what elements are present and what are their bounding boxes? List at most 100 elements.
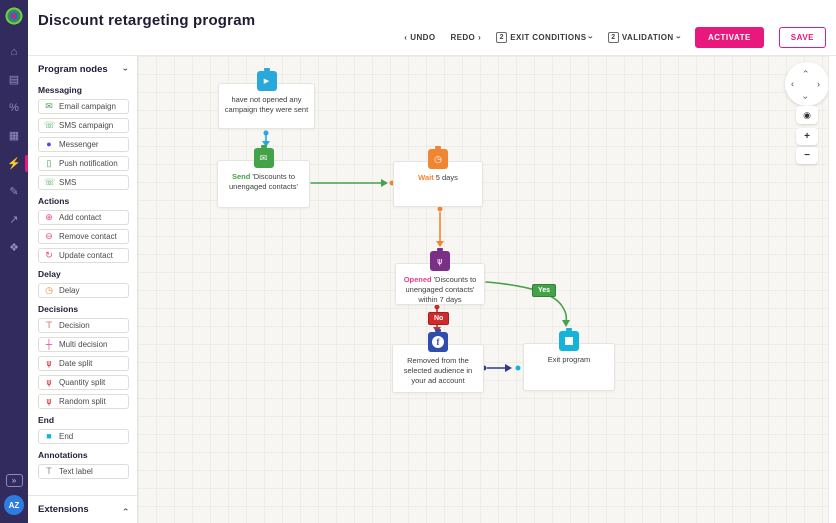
- campaigns-icon[interactable]: ▦: [8, 130, 20, 142]
- zoom-in-button[interactable]: +: [796, 128, 818, 145]
- palette-item-label: Decision: [59, 321, 90, 330]
- automation-icon[interactable]: ⚡: [0, 151, 28, 176]
- pan-pad[interactable]: › › › ›: [785, 62, 829, 106]
- no-edge-label: No: [428, 312, 450, 325]
- pan-left-icon[interactable]: ›: [791, 80, 794, 90]
- center-view-button[interactable]: ◉: [796, 106, 818, 124]
- pan-right-icon[interactable]: ›: [817, 79, 820, 89]
- validation-dropdown[interactable]: 2 VALIDATION ›: [607, 32, 684, 43]
- sidebar-sections: Messaging ✉ Email campaign ☏SMS campaign ●Me…: [28, 85, 137, 479]
- end-icon: ■: [46, 431, 52, 441]
- exit-icon: [559, 331, 579, 351]
- icon-rail-items: ⌂ ▤% ▦ ⚡ ✎ ↗ ❖: [0, 39, 28, 263]
- chevron-down-icon: ›: [586, 35, 597, 40]
- chevron-down-icon: ›: [121, 68, 131, 71]
- text-label-icon: T: [46, 466, 52, 476]
- palette-item-label: Multi decision: [59, 340, 108, 349]
- section-title: Actions: [38, 196, 70, 206]
- avatar[interactable]: AZ: [4, 495, 24, 515]
- palette-item-decision[interactable]: ⊤Decision: [38, 318, 129, 333]
- program-nodes-header[interactable]: Program nodes ›: [38, 64, 131, 75]
- palette-item-label: Text label: [59, 467, 93, 476]
- undo-button[interactable]: ‹UNDO: [404, 33, 436, 42]
- section-title: Annotations: [38, 450, 88, 460]
- rail-bottom: » AZ: [4, 474, 24, 523]
- palette-item-label: Remove contact: [59, 232, 117, 241]
- messenger-icon: ●: [46, 139, 52, 149]
- palette-item-update-contact[interactable]: ↻Update contact: [38, 248, 129, 263]
- automation-canvas[interactable]: ▶ have not opened any campaign they were…: [138, 56, 829, 523]
- selzy-logo[interactable]: [5, 7, 23, 25]
- header: Discount retargeting program ‹UNDO REDO›…: [28, 0, 836, 56]
- section-title: Decisions: [38, 304, 79, 314]
- palette-item-delay[interactable]: ◷ Delay: [38, 283, 129, 298]
- activate-button[interactable]: ACTIVATE: [694, 27, 764, 48]
- palette-item-remove-contact[interactable]: ⊖Remove contact: [38, 229, 129, 244]
- play-icon: ▶: [256, 71, 277, 91]
- add-contact-icon: ⊕: [45, 212, 53, 222]
- exit-conditions-count-badge: 2: [496, 32, 508, 43]
- palette-item-messenger[interactable]: ●Messenger: [38, 137, 129, 152]
- save-button[interactable]: SAVE: [778, 27, 826, 48]
- validation-count-badge: 2: [607, 32, 619, 43]
- palette-item-label: SMS: [59, 178, 77, 187]
- palette-item-email-campaign[interactable]: ✉ Email campaign: [38, 99, 129, 114]
- decision-node[interactable]: ⋔ Opened'Discounts to unengaged contacts…: [395, 251, 485, 305]
- pan-down-icon[interactable]: ›: [801, 96, 811, 99]
- page-title: Discount retargeting program: [38, 12, 256, 29]
- palette-item-quantity-split[interactable]: ⋔ Quantity split: [38, 375, 129, 390]
- node-text: Removed from the selected audience in yo…: [403, 356, 473, 385]
- chats-icon[interactable]: ✎: [9, 186, 19, 198]
- contacts-icon[interactable]: ▤: [8, 74, 20, 86]
- palette-item-sms[interactable]: ☏SMS: [38, 175, 129, 190]
- sms-campaign-icon: ☏: [44, 120, 56, 130]
- analytics-icon[interactable]: ↗: [9, 214, 19, 226]
- date-split-icon: ⋔: [45, 359, 53, 369]
- palette-item-random-split[interactable]: ⋔Random split: [38, 394, 129, 409]
- palette-item-push-notification[interactable]: ▯Push notification: [38, 156, 129, 171]
- program-nodes-panel: Program nodes › Messaging ✉ Email campaign…: [28, 56, 138, 523]
- redo-button[interactable]: REDO›: [450, 33, 482, 42]
- expand-sidebar-button[interactable]: »: [5, 474, 23, 487]
- palette-item-add-contact[interactable]: ⊕ Add contact: [38, 210, 129, 225]
- palette-item-label: Add contact: [59, 213, 102, 222]
- palette-item-end[interactable]: ■ End: [38, 429, 129, 444]
- palette-item-text-label[interactable]: T Text label: [38, 464, 129, 479]
- extensions-toggle[interactable]: Extensions ›: [28, 495, 137, 523]
- yes-edge-label: Yes: [532, 284, 557, 297]
- palette-item-sms-campaign[interactable]: ☏SMS campaign: [38, 118, 129, 133]
- palette-item-date-split[interactable]: ⋔Date split: [38, 356, 129, 371]
- palette-item-label: Delay: [59, 286, 80, 295]
- palette-item-label: Quantity split: [59, 378, 106, 387]
- exit-node[interactable]: Exit program: [523, 331, 615, 391]
- email-node[interactable]: ✉ Send'Discounts to unengaged contacts': [217, 148, 310, 208]
- node-text: Opened'Discounts to unengaged contacts' …: [403, 275, 477, 304]
- email-campaign-icon: ✉: [45, 101, 53, 111]
- split-icon: ⋔: [430, 251, 450, 271]
- palette-item-label: End: [59, 432, 74, 441]
- random-split-icon: ⋔: [45, 397, 53, 407]
- palette-item-label: Update contact: [59, 251, 113, 260]
- node-text: have not opened any campaign they were s…: [224, 95, 309, 114]
- home-icon[interactable]: ⌂: [10, 45, 18, 58]
- center-view-icon: ◉: [803, 109, 811, 120]
- clock-icon: ◷: [428, 149, 448, 169]
- node-text: Send'Discounts to unengaged contacts': [229, 172, 298, 191]
- icon-rail: ⌂ ▤% ▦ ⚡ ✎ ↗ ❖ » AZ: [0, 0, 28, 523]
- ab-test-icon[interactable]: %: [9, 101, 19, 114]
- chevron-down-icon: ›: [673, 35, 684, 40]
- palette-item-label: Email campaign: [59, 102, 116, 111]
- quantity-split-icon: ⋔: [45, 378, 53, 388]
- section-title: Messaging: [38, 85, 82, 95]
- exit-conditions-dropdown[interactable]: 2 EXIT CONDITIONS ›: [496, 32, 597, 43]
- zoom-out-button[interactable]: −: [796, 147, 818, 164]
- palette-item-multi-decision[interactable]: ┼Multi decision: [38, 337, 129, 352]
- toolbar: ‹UNDO REDO› 2 EXIT CONDITIONS › 2 VALIDA…: [404, 27, 826, 48]
- delay-icon: ◷: [45, 285, 53, 295]
- facebook-node[interactable]: f Removed from the selected audience in …: [392, 332, 484, 393]
- apps-icon[interactable]: ❖: [9, 242, 19, 254]
- trigger-node[interactable]: ▶ have not opened any campaign they were…: [218, 71, 315, 129]
- pan-up-icon[interactable]: ›: [800, 70, 810, 73]
